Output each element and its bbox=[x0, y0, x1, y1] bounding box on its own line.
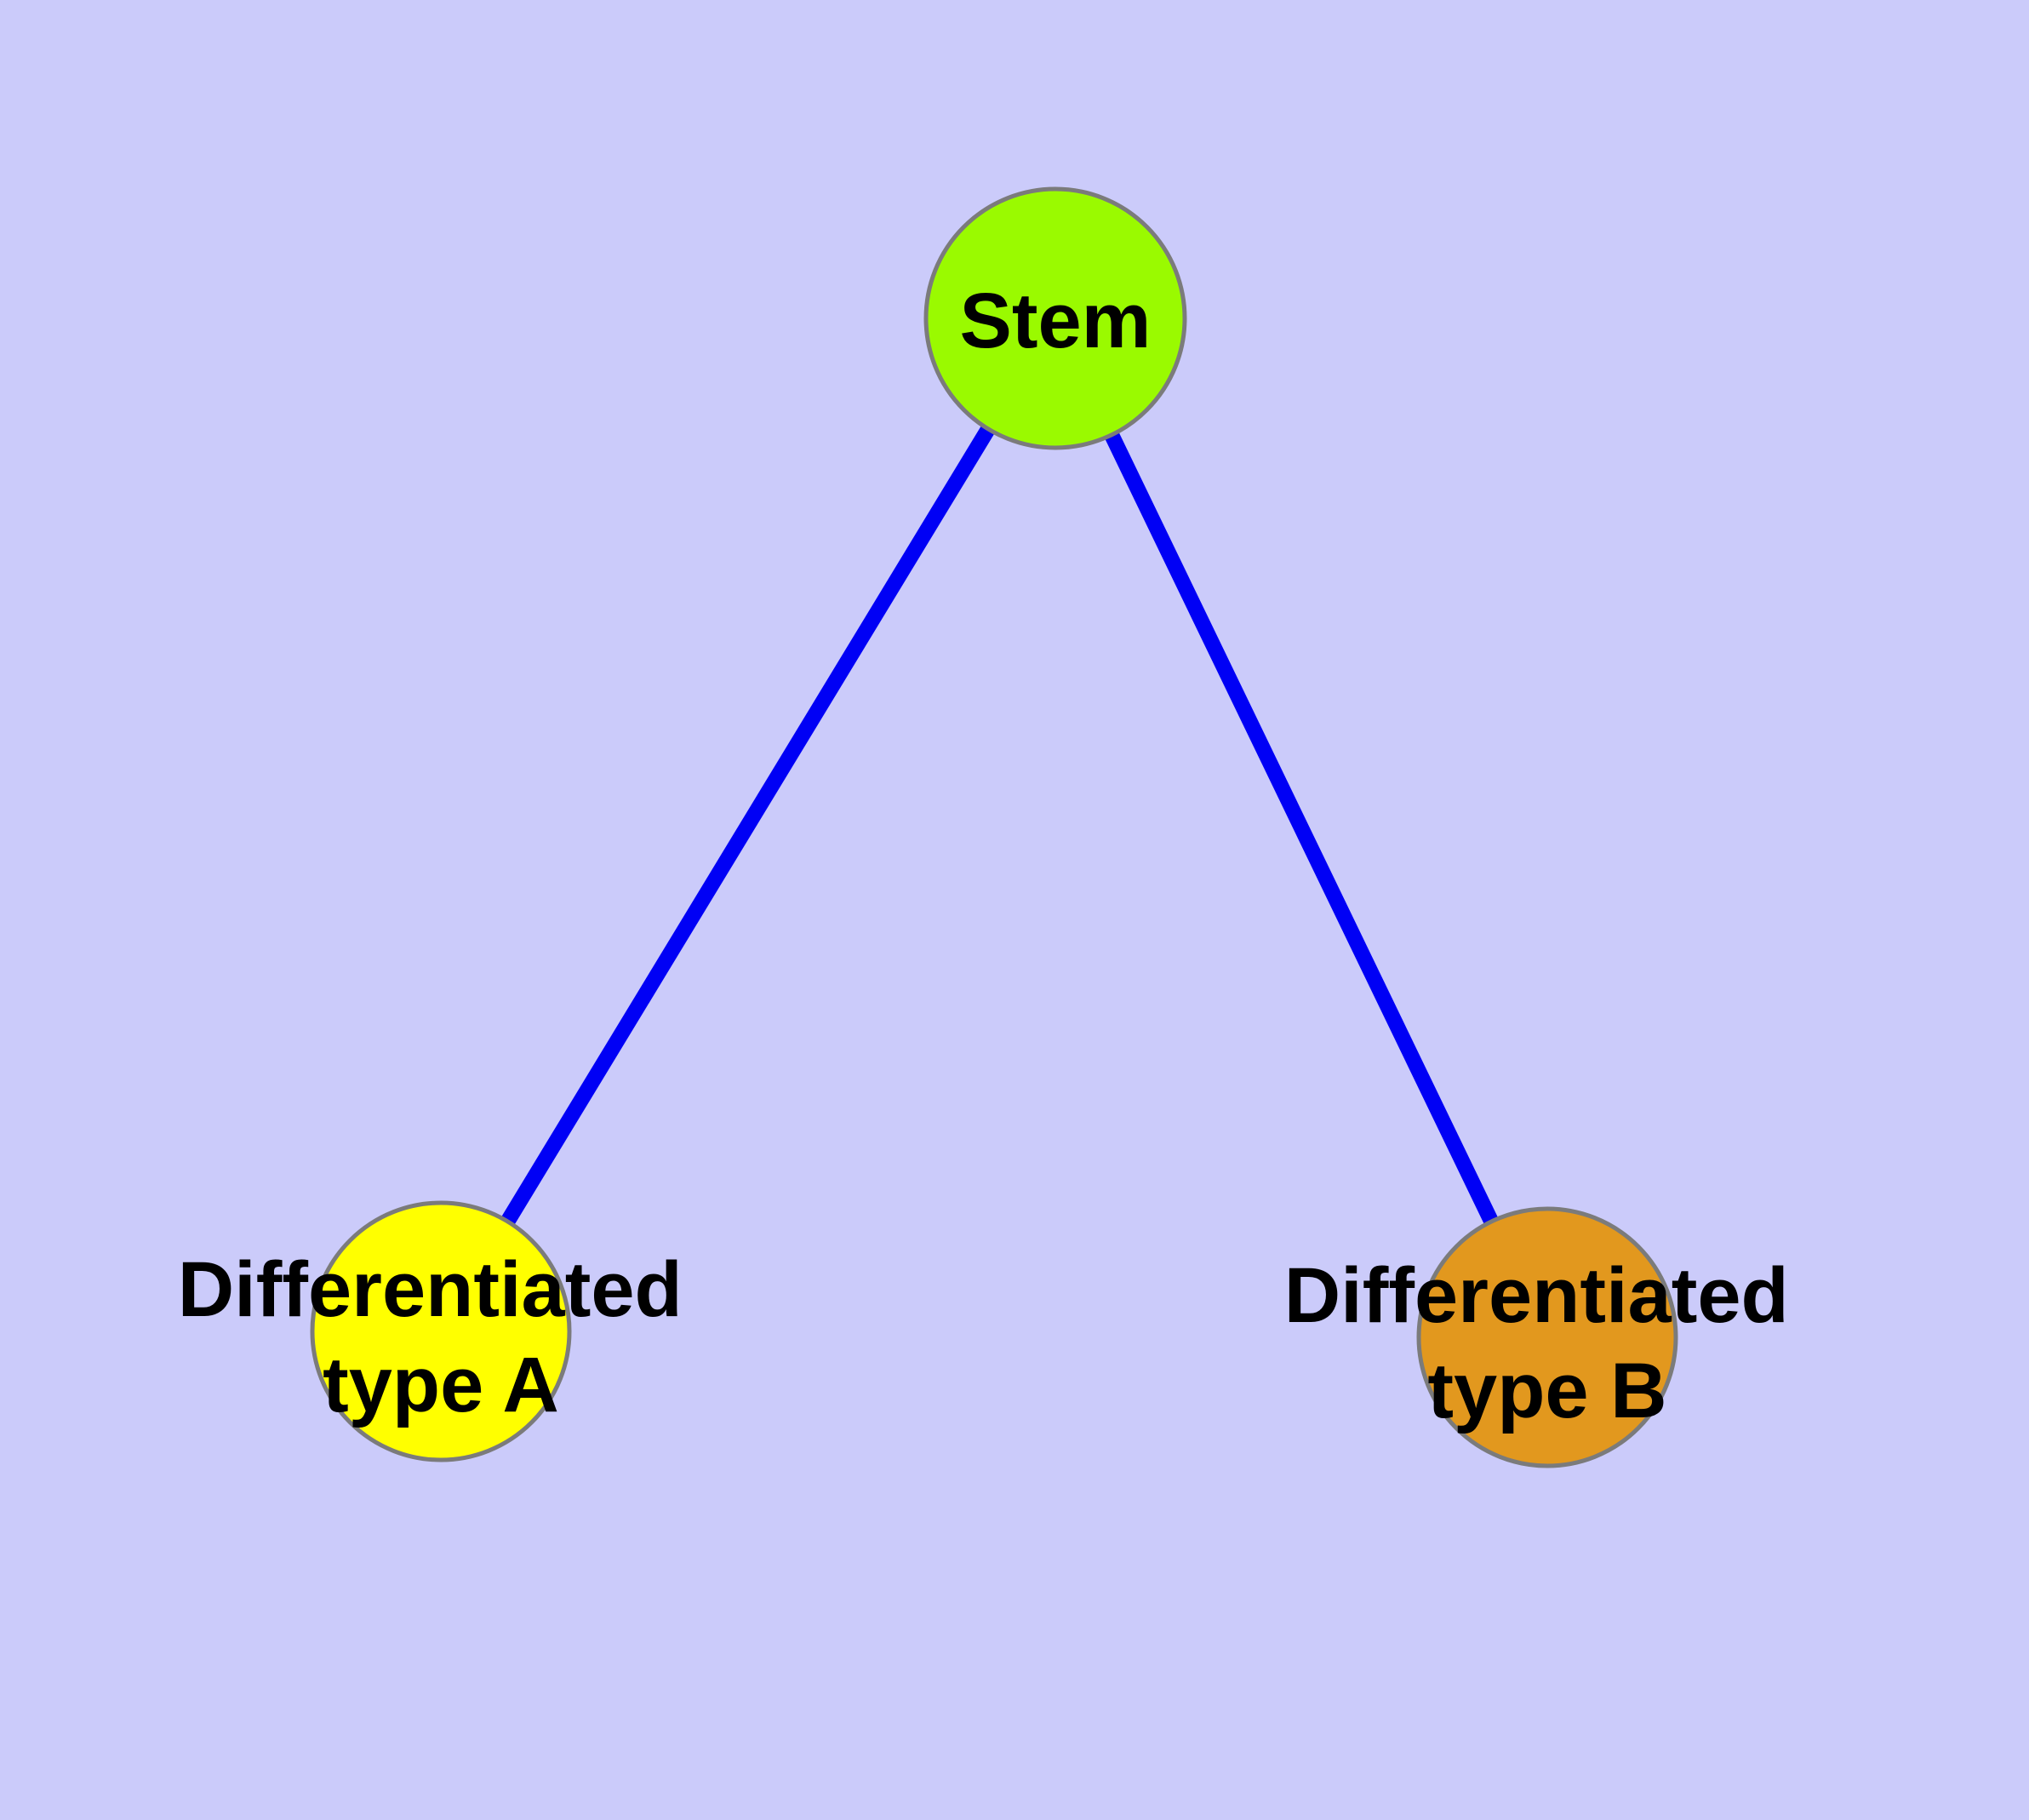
node-differentiated-type-a-label: Differentiated type A bbox=[178, 1246, 705, 1428]
type-a-label-line-1: Differentiated bbox=[178, 1246, 683, 1333]
type-a-label-line-2: type A bbox=[323, 1342, 559, 1428]
edge-stem-to-type-b bbox=[1048, 315, 1555, 1341]
edge-stem-to-type-a bbox=[434, 314, 1062, 1336]
type-b-label-line-2: type B bbox=[1427, 1348, 1666, 1434]
node-differentiated-type-b-label: Differentiated type B bbox=[1284, 1252, 1811, 1434]
node-stem bbox=[923, 186, 1187, 450]
node-differentiated-type-a bbox=[310, 1200, 572, 1462]
type-b-label-line-1: Differentiated bbox=[1284, 1252, 1789, 1339]
node-stem-label: Stem bbox=[960, 278, 1152, 364]
node-differentiated-type-b bbox=[1416, 1206, 1678, 1468]
